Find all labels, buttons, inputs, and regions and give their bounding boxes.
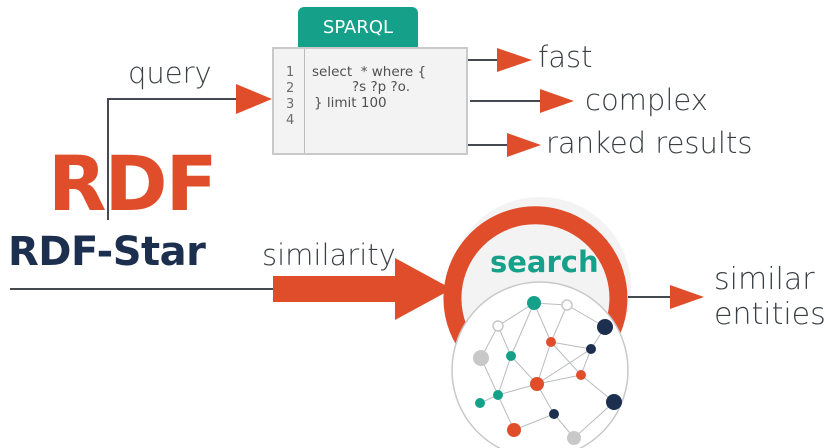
network-node xyxy=(586,344,596,354)
query-arrowhead xyxy=(236,84,272,114)
network-node xyxy=(549,409,559,419)
query-label: query xyxy=(128,56,212,90)
rdf-star-title: RDF-Star xyxy=(8,229,206,275)
code-line: } limit 100 xyxy=(314,95,387,111)
line-number: 3 xyxy=(286,97,295,112)
network-node xyxy=(527,296,541,310)
rdf-title: RDF xyxy=(48,139,218,228)
network-node xyxy=(606,394,622,410)
code-line: ?s ?p ?o. xyxy=(352,79,410,95)
sparql-tab: SPARQL xyxy=(298,7,418,47)
network-node xyxy=(530,377,544,391)
output-ranked-label: ranked results xyxy=(546,126,753,160)
similarity-label: similarity xyxy=(262,238,396,272)
line-number: 4 xyxy=(286,113,295,128)
ranked-arrowhead xyxy=(507,133,541,157)
query-connector-line xyxy=(107,98,245,220)
line-number: 2 xyxy=(286,81,295,96)
network-node xyxy=(492,320,504,332)
output-fast-label: fast xyxy=(538,40,593,74)
complex-arrowhead xyxy=(540,89,574,113)
search-ring-arc xyxy=(443,206,628,359)
output-complex-label: complex xyxy=(585,83,708,117)
network-node xyxy=(507,423,521,437)
similar-arrowhead xyxy=(670,285,704,309)
search-label: search xyxy=(490,245,599,279)
graph-network-icon xyxy=(451,281,629,448)
network-node xyxy=(561,299,573,311)
network-node xyxy=(473,350,489,366)
similarity-big-arrow xyxy=(273,258,452,320)
network-node xyxy=(576,370,586,380)
line-number-gutter: 1 2 3 4 xyxy=(274,49,305,153)
code-line: select * where { xyxy=(312,64,427,80)
fast-arrowhead xyxy=(497,48,532,72)
network-node xyxy=(493,390,503,400)
output-similar-label: similar xyxy=(714,262,815,297)
network-node xyxy=(546,337,556,347)
line-number: 1 xyxy=(286,65,295,80)
network-node xyxy=(597,319,613,335)
output-entities-label: entities xyxy=(714,297,824,332)
network-node xyxy=(506,351,516,361)
network-node xyxy=(567,431,581,445)
sparql-code-box: 1 2 3 4 select * where { ?s ?p ?o. } lim… xyxy=(272,47,468,155)
network-node xyxy=(475,398,485,408)
